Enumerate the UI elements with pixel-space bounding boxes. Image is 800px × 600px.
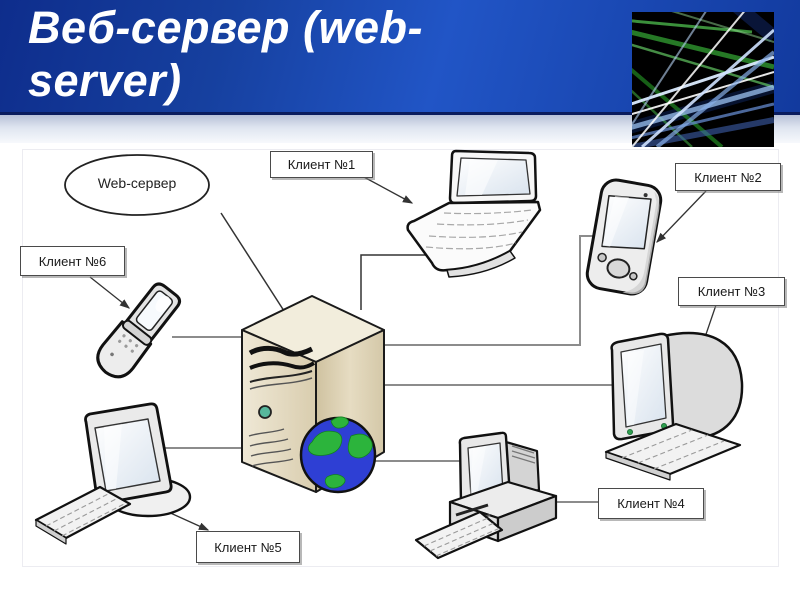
lcd-client-5 (34, 402, 192, 545)
black-connectors (220, 212, 440, 315)
light-streaks-art (632, 12, 774, 147)
globe-icon (299, 416, 377, 494)
connector-server-pda (382, 235, 600, 346)
desktop-client-4 (414, 431, 558, 560)
callout-lcd-label5 (165, 510, 210, 531)
cd-slot (249, 370, 313, 383)
network-connectors (160, 235, 616, 503)
callout-label1-laptop (361, 175, 414, 204)
callout-label2-pda (656, 190, 707, 243)
crt-client-3 (604, 331, 744, 481)
web-server-label: Web-сервер (97, 175, 177, 191)
pda-client-2 (585, 178, 663, 296)
flip-phone-client-6 (96, 282, 182, 379)
power-button (258, 405, 272, 419)
client-2-label: Клиент №2 (675, 163, 781, 191)
callout-label6-phone (89, 276, 131, 309)
client-1-label: Клиент №1 (270, 151, 373, 178)
connector-oval-server (220, 212, 287, 315)
client-4-label: Клиент №4 (598, 488, 704, 519)
slide-title: Веб-сервер (web-server) (28, 2, 424, 106)
keyboard (414, 510, 504, 560)
client-6-label: Клиент №6 (20, 246, 125, 276)
laptop-client-1 (406, 149, 542, 278)
vents (248, 428, 294, 467)
client-3-label: Клиент №3 (678, 277, 785, 306)
client-5-label: Клиент №5 (196, 531, 300, 563)
abstract-light-streaks-image (632, 12, 774, 147)
connector-laptop-server (360, 254, 440, 310)
drive-bay (249, 361, 316, 370)
web-server-oval (64, 154, 210, 216)
crt-screen (620, 343, 667, 428)
phone-hinge (122, 319, 153, 346)
callout-lines (89, 175, 717, 531)
pda-button (606, 258, 631, 279)
drive-bay (248, 345, 314, 357)
laptop-keys (425, 209, 533, 250)
